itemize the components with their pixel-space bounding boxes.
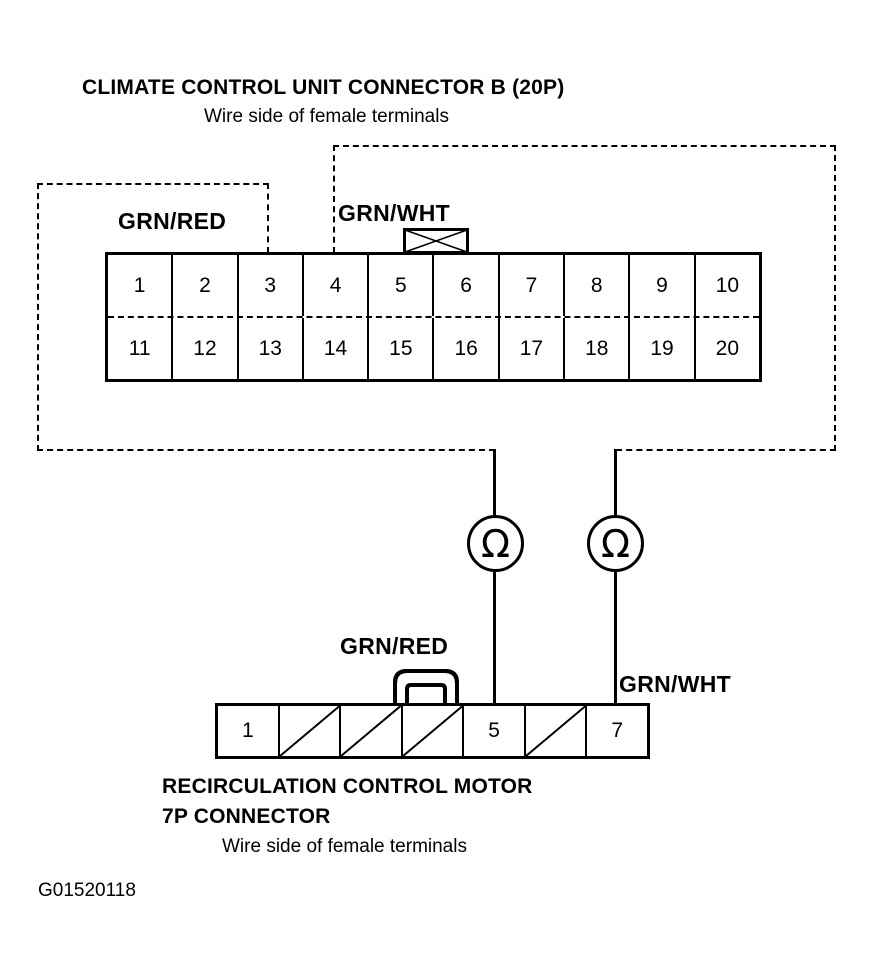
terminal-10[interactable]: 10 [715,273,739,297]
motor-terminal-7[interactable]: 7 [587,706,647,756]
terminal-14[interactable]: 14 [304,318,370,379]
wire-label-grn-wht-bottom: GRN/WHT [619,671,731,697]
terminal-11[interactable]: 11 [108,318,174,379]
terminal-18[interactable]: 18 [565,318,631,379]
grn-wht-bracket-top [333,145,836,147]
motor-terminal-7-label: 7 [611,719,624,742]
terminal-4[interactable]: 4 [304,255,370,316]
grn-wht-bracket-left [333,145,335,253]
terminal-3[interactable]: 3 [239,255,304,316]
terminal-19[interactable]: 19 [630,318,696,379]
terminal-20[interactable]: 20 [715,336,739,360]
terminal-17[interactable]: 17 [500,318,566,379]
wire-left-upper [493,449,496,517]
bottom-connector-subtitle: Wire side of female terminals [222,836,467,857]
wire-left-lower [493,570,496,704]
climate-control-connector-b-20p[interactable]: 1 2 3 4 5 6 7 8 9 10 11 12 13 14 15 16 1… [105,252,762,382]
wire-label-grn-red-top: GRN/RED [118,208,227,234]
ohm-symbol-left: Ω [480,521,511,566]
connector-20p-row-bottom: 11 12 13 14 15 16 17 18 19 20 [108,316,759,379]
motor-terminal-1-label: 1 [241,719,254,742]
unused-slash-icon [526,706,586,756]
ohmmeter-right[interactable]: Ω [587,515,644,572]
grn-red-bracket-right [267,183,269,253]
connector-latch-tab-glyph [393,669,459,703]
ohm-symbol-right: Ω [600,521,631,566]
bottom-connector-title-line2: 7P CONNECTOR [162,805,331,828]
connector-latch-tab [381,659,471,705]
unused-slash-icon [280,706,340,756]
recirculation-control-motor-7p-connector[interactable]: 1 5 [215,703,650,759]
top-connector-title: CLIMATE CONTROL UNIT CONNECTOR B (20P) [82,76,565,99]
motor-terminal-4-unused[interactable] [403,706,465,756]
terminal-13[interactable]: 13 [239,318,304,379]
terminal-8[interactable]: 8 [565,255,631,316]
figure-id-label: G01520118 [38,880,136,901]
terminal-1[interactable]: 1 [108,255,174,316]
terminal-5[interactable]: 5 [369,255,435,316]
grn-wht-bracket-bottom [616,449,836,451]
motor-terminal-5-label: 5 [488,719,500,742]
motor-terminal-5[interactable]: 5 [464,706,526,756]
bottom-connector-title-line1: RECIRCULATION CONTROL MOTOR [162,775,533,798]
grn-wht-bracket-right [834,145,836,451]
grn-red-bracket-bottom [37,449,495,451]
unused-slash-icon [341,706,401,756]
wire-right-lower [614,570,617,704]
ohmmeter-left[interactable]: Ω [467,515,524,572]
motor-terminal-1[interactable]: 1 [218,706,280,756]
terminal-7[interactable]: 7 [500,255,566,316]
grn-red-bracket-top [37,183,269,185]
motor-terminal-2-unused[interactable] [280,706,342,756]
motor-terminal-3-unused[interactable] [341,706,403,756]
terminal-2[interactable]: 2 [173,255,239,316]
motor-terminal-6-unused[interactable] [526,706,588,756]
x-box-marker [403,228,469,254]
terminal-16[interactable]: 16 [434,318,500,379]
terminal-6[interactable]: 6 [434,255,500,316]
top-connector-subtitle: Wire side of female terminals [204,106,449,127]
terminal-12[interactable]: 12 [173,318,239,379]
connector-20p-row-top: 1 2 3 4 5 6 7 8 9 10 [108,255,759,316]
x-box-marker-glyph [403,228,469,254]
wire-label-grn-wht-top: GRN/WHT [338,200,450,226]
wire-right-upper [614,449,617,517]
wire-label-grn-red-bottom: GRN/RED [340,633,449,659]
terminal-9[interactable]: 9 [630,255,696,316]
grn-red-bracket-left [37,183,39,451]
terminal-15[interactable]: 15 [369,318,435,379]
unused-slash-icon [403,706,463,756]
